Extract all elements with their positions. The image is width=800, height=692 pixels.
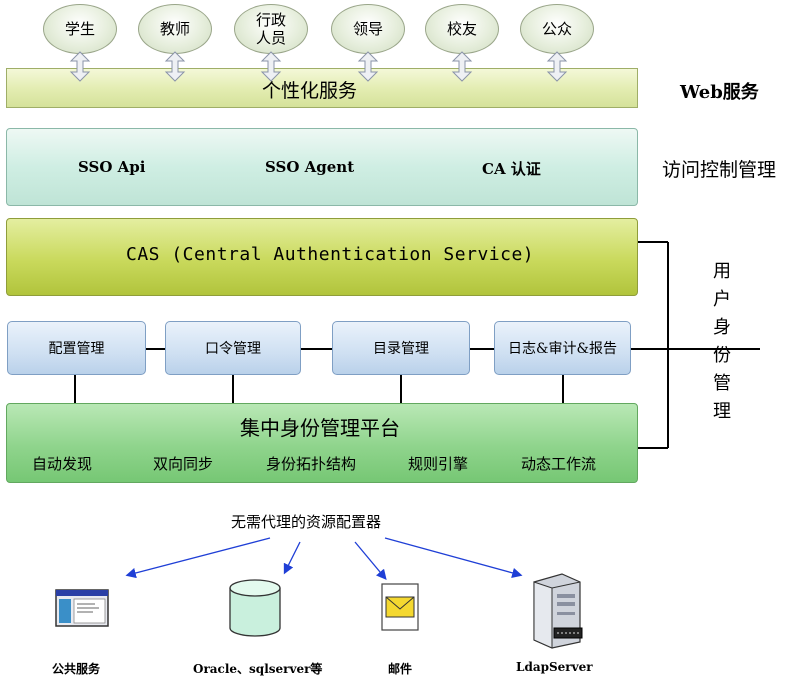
server-icon <box>533 573 583 649</box>
vertical-char: 份 <box>713 345 731 366</box>
personalized-service-label: 个性化服务 <box>262 80 358 102</box>
central-platform-title: 集中身份管理平台 <box>240 416 400 440</box>
envelope-icon <box>381 583 419 631</box>
personalized-service-band <box>6 68 638 108</box>
provision-arrows <box>125 537 523 580</box>
resource-label-ldap-server: LdapServer <box>516 660 593 674</box>
window-app-icon <box>55 589 109 627</box>
user-node-public: 公众 <box>520 4 594 54</box>
ca-auth-label: CA 认证 <box>482 160 541 178</box>
user-label: 校友 <box>446 20 477 38</box>
mgmt-label: 配置管理 <box>48 341 105 357</box>
mgmt-label: 日志&审计&报告 <box>508 341 617 357</box>
config-management-box: 配置管理 <box>7 321 146 375</box>
user-double-arrows <box>69 51 568 82</box>
user-node-alumni: 校友 <box>425 4 499 54</box>
sso-api-label: SSO Api <box>78 158 146 176</box>
vertical-char: 管 <box>713 373 731 394</box>
double-arrow-icon <box>260 51 282 82</box>
resource-label-database: Oracle、sqlserver等 <box>193 662 323 676</box>
log-audit-report-box: 日志&审计&报告 <box>494 321 631 375</box>
rule-engine-label: 规则引擎 <box>408 455 469 473</box>
double-arrow-icon <box>451 51 473 82</box>
user-label: 学生 <box>64 20 95 38</box>
user-label: 领导 <box>352 20 383 38</box>
directory-management-box: 目录管理 <box>332 321 470 375</box>
double-arrow-icon <box>164 51 186 82</box>
resource-label-public-service: 公共服务 <box>52 662 101 676</box>
user-node-leader: 领导 <box>331 4 405 54</box>
connector-lines <box>74 241 760 449</box>
agentless-provisioner-label: 无需代理的资源配置器 <box>231 513 382 531</box>
mgmt-label: 目录管理 <box>373 341 429 357</box>
access-control-band <box>6 128 638 206</box>
access-control-management-label: 访问控制管理 <box>662 159 777 181</box>
vertical-char: 户 <box>713 289 731 310</box>
cas-band <box>6 218 638 296</box>
user-identity-management-label: 用 户 身 份 管 理 <box>712 258 732 426</box>
user-label: 行政人员 <box>255 11 286 47</box>
vertical-char: 理 <box>713 401 731 422</box>
double-arrow-icon <box>69 51 91 82</box>
double-arrow-icon <box>546 51 568 82</box>
bidirectional-sync-label: 双向同步 <box>153 455 214 473</box>
web-service-label: Web服务 <box>680 82 759 103</box>
user-label: 教师 <box>159 20 190 38</box>
resource-label-mail: 邮件 <box>388 662 413 676</box>
central-identity-platform-band <box>6 403 638 483</box>
cas-label: CAS (Central Authentication Service) <box>126 244 535 265</box>
vertical-char: 身 <box>713 317 731 338</box>
database-icon <box>229 579 281 637</box>
user-node-admin-staff: 行政人员 <box>234 4 308 54</box>
user-node-student: 学生 <box>43 4 117 54</box>
auto-discovery-label: 自动发现 <box>32 455 93 473</box>
dynamic-workflow-label: 动态工作流 <box>521 455 597 473</box>
double-arrow-icon <box>357 51 379 82</box>
sso-agent-label: SSO Agent <box>265 158 355 176</box>
vertical-char: 用 <box>713 261 731 282</box>
identity-topology-label: 身份拓扑结构 <box>266 455 357 473</box>
mgmt-label: 口令管理 <box>205 341 261 357</box>
password-management-box: 口令管理 <box>165 321 301 375</box>
user-label: 公众 <box>541 20 572 38</box>
